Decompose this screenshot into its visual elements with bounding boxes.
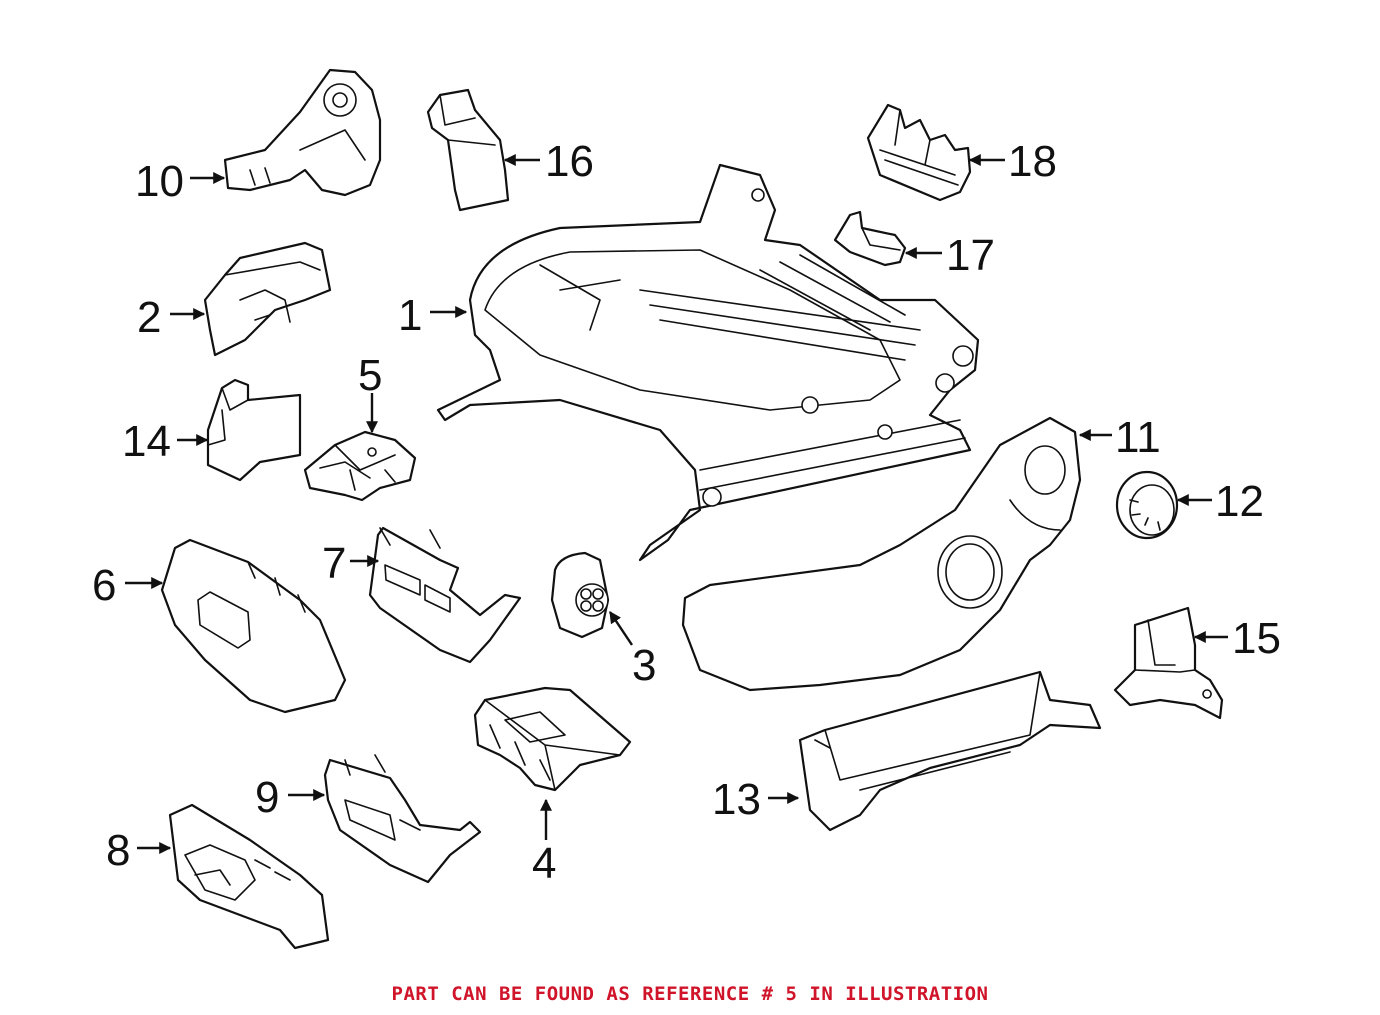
part-2-cover[interactable] [203, 241, 332, 357]
callout-18: 18 [1008, 137, 1057, 186]
callout-3: 3 [632, 641, 656, 690]
part-9-bracket[interactable] [323, 754, 482, 884]
part-8-side-panel[interactable] [168, 803, 330, 950]
callout-5: 5 [358, 351, 382, 400]
callout-9: 9 [255, 773, 279, 822]
part-17-clip[interactable] [833, 210, 907, 267]
callout-10: 10 [135, 157, 184, 206]
callout-6: 6 [92, 561, 116, 610]
callout-4: 4 [532, 839, 556, 888]
part-5-bracket[interactable] [303, 430, 417, 502]
part-4-module[interactable] [473, 686, 632, 792]
part-18-holder[interactable] [866, 103, 972, 202]
callout-11: 11 [1115, 413, 1161, 462]
part-1-seat-frame[interactable] [436, 163, 980, 562]
callout-15: 15 [1232, 614, 1281, 663]
callout-12: 12 [1215, 477, 1264, 526]
callout-7: 7 [322, 539, 346, 588]
part-11-side-shield[interactable] [681, 416, 1082, 692]
callout-1: 1 [398, 291, 422, 340]
callout-13: 13 [712, 775, 761, 824]
part-14-cover[interactable] [206, 378, 302, 482]
reference-note: PART CAN BE FOUND AS REFERENCE # 5 IN IL… [391, 983, 989, 1005]
part-6-trim-panel[interactable] [160, 538, 347, 714]
callout-8: 8 [106, 826, 130, 875]
part-13-side-trim[interactable] [798, 670, 1102, 832]
part-7-bracket[interactable] [368, 526, 522, 664]
leader-lines [125, 154, 1228, 854]
part-15-bracket[interactable] [1113, 606, 1224, 720]
callout-16: 16 [545, 137, 594, 186]
part-10-hinge-cover[interactable] [223, 68, 382, 197]
callout-labels: 1 2 3 4 5 6 7 8 9 10 11 12 13 14 15 16 1… [92, 137, 1281, 888]
part-12-knob[interactable] [1115, 470, 1179, 540]
part-3-switch[interactable] [550, 551, 610, 639]
part-16-duct[interactable] [426, 88, 510, 212]
callout-2: 2 [137, 293, 161, 342]
callout-17: 17 [946, 231, 995, 280]
callout-14: 14 [122, 417, 171, 466]
